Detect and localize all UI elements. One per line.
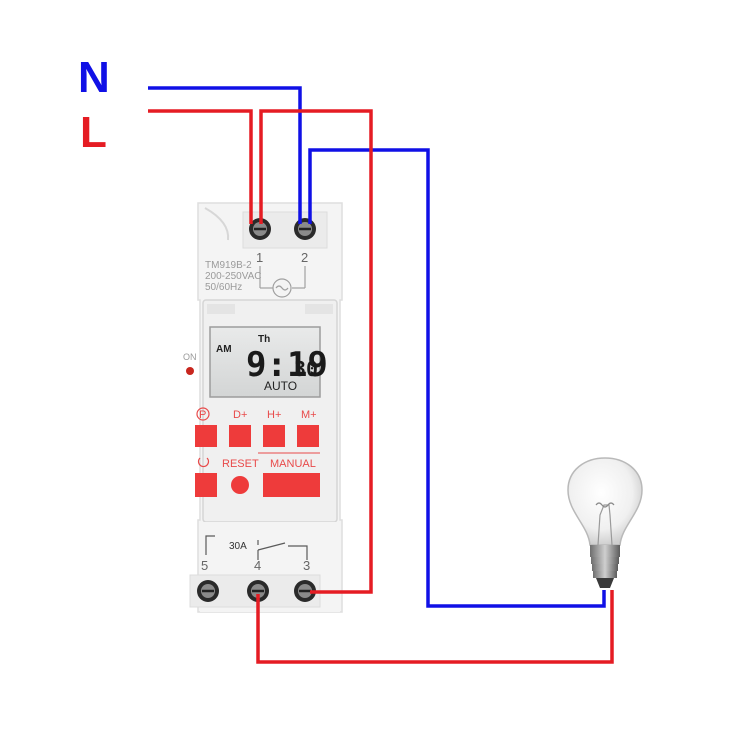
manual-label: MANUAL [270, 458, 316, 470]
terminal-label-2: 2 [301, 250, 308, 265]
p-ring-icon [196, 407, 210, 421]
light-bulb-icon [567, 457, 643, 588]
timer-switch-device: 1 2 TM919B-2 200-250VAC 50/60Hz AM Th 9:… [183, 202, 343, 613]
hour-plus-button[interactable] [263, 425, 285, 447]
neutral-label: N [78, 53, 110, 102]
voltage-label: 200-250VAC [205, 271, 262, 282]
terminal-label-1: 1 [256, 250, 263, 265]
live-wire-to-lamp [256, 590, 614, 664]
live-wire-to-terminal-3 [259, 109, 373, 594]
lcd-day: Th [258, 334, 270, 345]
button-label-h: H+ [267, 409, 281, 421]
lcd-meridiem: AM [216, 344, 232, 355]
lcd-seconds: 30 [294, 357, 318, 381]
terminal-label-4: 4 [254, 558, 261, 573]
bottom-terminal-5 [197, 580, 219, 602]
clock-icon [197, 457, 210, 468]
reset-label: RESET [222, 458, 259, 470]
reset-button[interactable] [231, 476, 249, 494]
top-terminal-1 [249, 218, 271, 240]
day-plus-button[interactable] [229, 425, 251, 447]
live-label: L [80, 108, 107, 157]
minute-plus-button[interactable] [297, 425, 319, 447]
live-wire-to-terminal-1 [148, 109, 253, 224]
clock-button[interactable] [195, 473, 217, 497]
relay-contact-symbol [205, 535, 308, 560]
button-label-d: D+ [233, 409, 247, 421]
lcd-display [209, 326, 321, 398]
bottom-terminal-3 [294, 580, 316, 602]
terminal-label-5: 5 [201, 558, 208, 573]
bottom-terminal-4 [247, 580, 269, 602]
lcd-mode: AUTO [264, 379, 297, 393]
relay-rating: 30A [229, 541, 247, 552]
lcd-time: 9:19 [246, 345, 328, 385]
frequency-label: 50/60Hz [205, 282, 242, 293]
top-terminal-2 [294, 218, 316, 240]
terminal-label-3: 3 [303, 558, 310, 573]
power-led-icon [186, 367, 194, 375]
button-label-p: P [199, 409, 206, 421]
manual-button[interactable] [263, 473, 320, 497]
on-indicator-label: ON [183, 352, 197, 362]
model-label: TM919B-2 [205, 260, 252, 271]
neutral-wire-input [148, 86, 302, 224]
program-button[interactable] [195, 425, 217, 447]
timer-motor-symbol [259, 266, 306, 298]
neutral-wire-to-lamp [308, 148, 606, 608]
button-label-m: M+ [301, 409, 317, 421]
